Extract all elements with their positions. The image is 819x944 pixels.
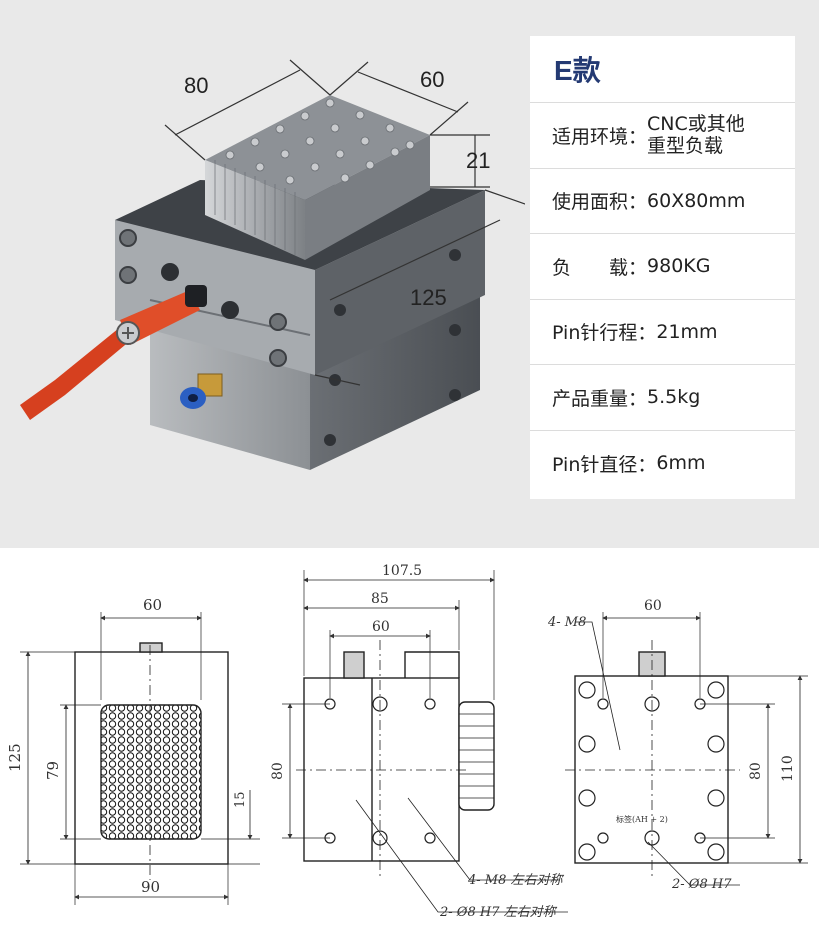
front-height-label: 125 [6, 743, 24, 772]
spec-row-diameter: Pin针直径： 6mm [530, 431, 795, 497]
side-thread-callout: 4- M8 左右对称 [467, 873, 565, 888]
top-panel: 80 60 21 125 E款 适用环境： CNC或其他 重型负载 使用面积： … [0, 0, 819, 548]
front-offset-label: 15 [233, 791, 248, 808]
lever-handle [20, 285, 207, 420]
spec-value: 21mm [656, 320, 718, 343]
spec-label: 负 载： [552, 256, 648, 279]
spec-label: 使用面积： [552, 191, 648, 214]
side-pin-callout: 2- Ø8 H7 左右对称 [439, 905, 558, 920]
spec-row-load: 负 载： 980KG [530, 234, 795, 300]
mount-hole-icon [324, 249, 461, 446]
drawing-side-view [282, 570, 568, 913]
port-icon [221, 301, 239, 319]
spec-row-stroke: Pin针行程： 21mm [530, 300, 795, 365]
spec-value: 6mm [656, 452, 706, 475]
drawing-back-view [565, 612, 808, 886]
screw-icon [119, 229, 287, 367]
back-inner-height-label: 80 [748, 762, 764, 780]
side-hole-spacing-label: 60 [372, 619, 390, 635]
back-thread-callout: 4- M8 [547, 615, 586, 630]
spec-value: 60X80mm [647, 189, 746, 212]
spec-value: CNC或其他 重型负载 [647, 113, 777, 157]
dim-depth-label: 125 [410, 285, 447, 310]
plate-front-face [115, 220, 315, 375]
spec-row-area: 使用面积： 60X80mm [530, 169, 795, 234]
spec-label: Pin针直径： [552, 453, 657, 476]
back-top-width-label: 60 [644, 598, 662, 614]
air-fitting-icon [180, 373, 223, 409]
spec-value: 980KG [647, 255, 711, 278]
drawing-front-view [20, 612, 260, 905]
spec-value: 5.5kg [647, 386, 701, 409]
front-top-width-label: 60 [143, 596, 162, 614]
back-stamp-label: 标签(AH + 2) [616, 814, 668, 824]
spec-value-line: 重型负载 [647, 135, 724, 158]
spec-card: E款 适用环境： CNC或其他 重型负载 使用面积： 60X80mm 负 载： … [530, 36, 795, 499]
port-icon [161, 263, 179, 281]
spec-label: 产品重量： [552, 387, 648, 410]
back-height-label: 110 [780, 755, 796, 782]
plate-side-face [315, 190, 485, 375]
technical-drawings: 60 125 79 15 90 [6, 563, 808, 920]
spec-value-line: CNC或其他 [647, 113, 745, 136]
side-body-width-label: 85 [371, 591, 389, 607]
back-pin-callout: 2- Ø8 H7 [671, 877, 732, 892]
spec-row-weight: 产品重量： 5.5kg [530, 365, 795, 431]
spec-label: 适用环境： [552, 125, 648, 148]
dim-width-label: 60 [420, 67, 444, 92]
mount-hole-icon [578, 681, 725, 861]
side-height-label: 80 [270, 762, 286, 780]
front-inner-height-label: 79 [44, 761, 62, 780]
product-photo: 80 60 21 125 [20, 59, 525, 470]
spec-label: Pin针行程： [552, 322, 657, 345]
side-total-width-label: 107.5 [382, 563, 422, 579]
pin-array [205, 95, 430, 260]
spec-title: E款 [530, 36, 795, 103]
front-bottom-width-label: 90 [141, 878, 160, 896]
dim-pin-height-label: 21 [466, 148, 490, 173]
spec-row-environment: 适用环境： CNC或其他 重型负载 [530, 103, 795, 169]
dim-length-label: 80 [184, 73, 208, 98]
